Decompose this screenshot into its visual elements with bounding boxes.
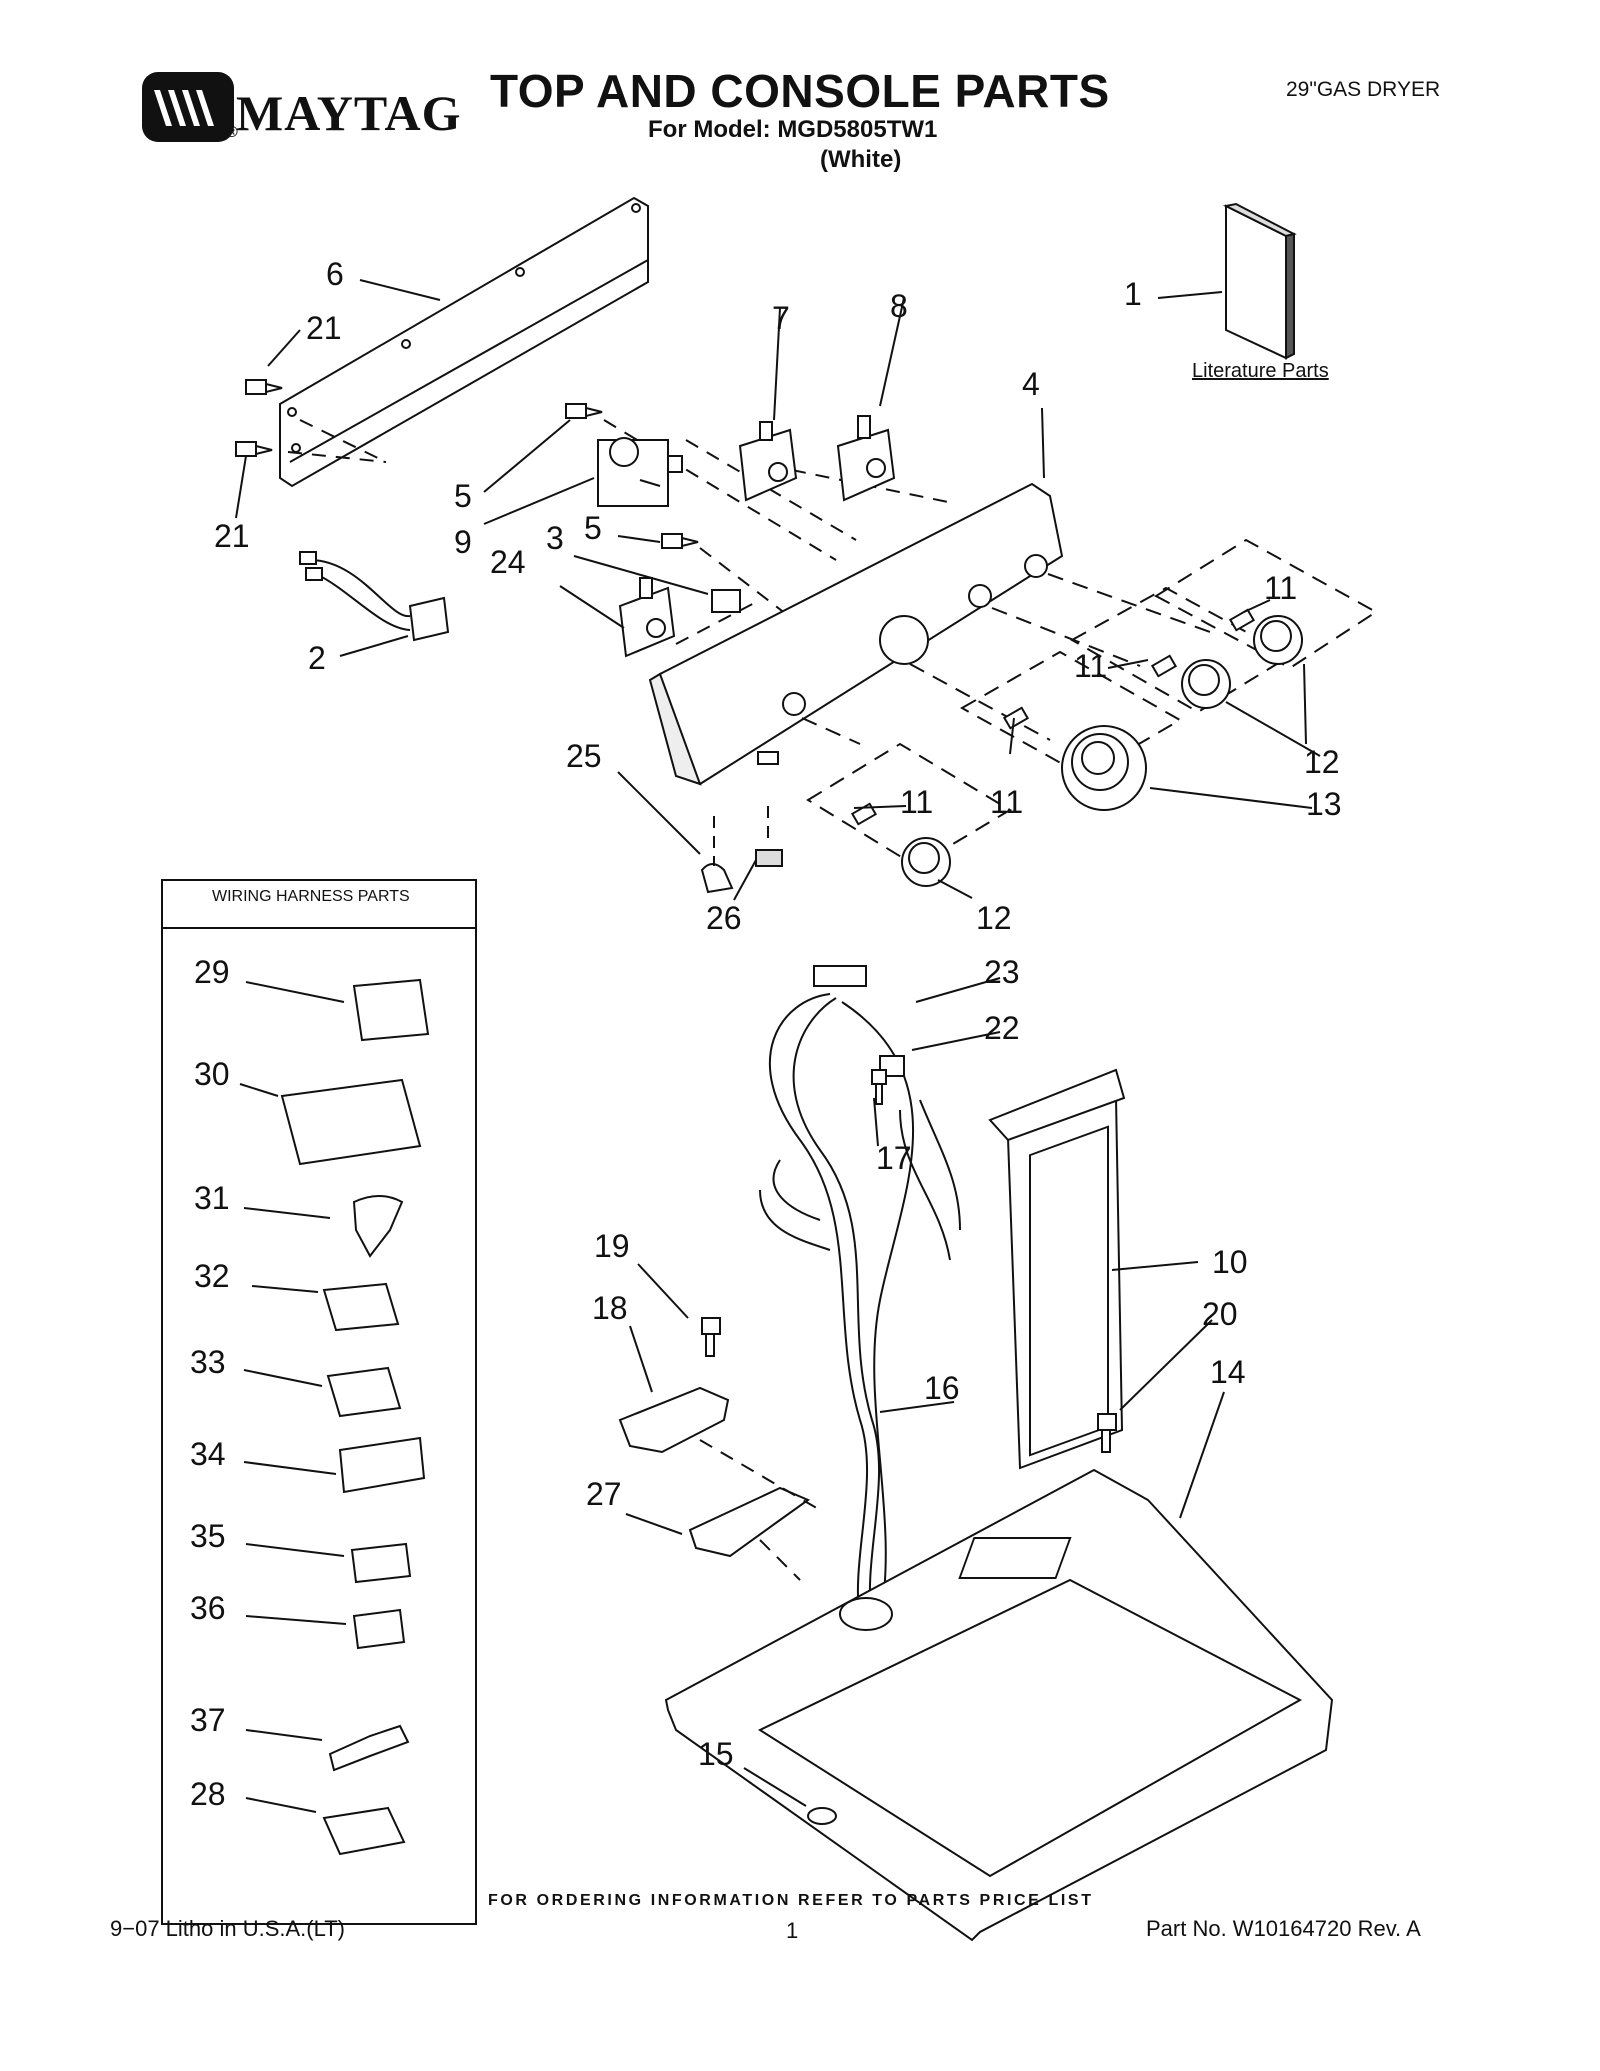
page-title: TOP AND CONSOLE PARTS <box>490 65 1110 117</box>
callout-29: 29 <box>194 954 230 990</box>
callout-11: 11 <box>900 784 934 820</box>
callout-18: 18 <box>592 1290 628 1326</box>
brand-name: MAYTAG <box>236 85 462 141</box>
push-switch-part <box>711 589 741 613</box>
harness-connector-part <box>280 978 430 1856</box>
callout-8: 8 <box>890 288 908 324</box>
callout-6: 6 <box>326 256 344 292</box>
callout-1: 1 <box>1124 276 1142 312</box>
callout-11: 11 <box>990 784 1024 820</box>
callout-17: 17 <box>876 1140 912 1176</box>
wire-harness-small-part <box>299 551 450 642</box>
ordering-info: FOR ORDERING INFORMATION REFER TO PARTS … <box>488 1892 1094 1909</box>
callout-12: 12 <box>1304 744 1340 780</box>
registered-mark: ® <box>226 124 238 141</box>
top-panel-part <box>664 1468 1334 1942</box>
callout-25: 25 <box>566 738 602 774</box>
callout-21: 21 <box>306 310 342 346</box>
callout-11: 11 <box>1264 570 1298 606</box>
callout-4: 4 <box>1022 366 1040 402</box>
callout-21: 21 <box>214 518 250 554</box>
callout-15: 15 <box>698 1736 734 1772</box>
literature-booklet-part <box>1222 202 1297 360</box>
model-line: For Model: MGD5805TW1 <box>648 116 938 143</box>
callout-35: 35 <box>190 1518 226 1554</box>
console-part <box>648 482 1064 786</box>
callout-24: 24 <box>490 544 526 580</box>
callout-28: 28 <box>190 1776 226 1812</box>
callout-9: 9 <box>454 524 472 560</box>
wiring-harness-title: WIRING HARNESS PARTS <box>212 888 410 905</box>
knob-clip-part <box>850 608 1256 826</box>
main-wire-harness-part <box>759 965 961 1621</box>
wiring-harness-box <box>161 879 477 1925</box>
callout-3: 3 <box>546 520 564 556</box>
litho-info: 9−07 Litho in U.S.A.(LT) <box>110 1916 345 1941</box>
foot-part <box>807 1807 837 1825</box>
harness-clip-part <box>700 863 734 894</box>
callout-27: 27 <box>586 1476 622 1512</box>
callout-12: 12 <box>976 900 1012 936</box>
callout-30: 30 <box>194 1056 230 1092</box>
knob-part <box>901 615 1303 887</box>
callout-20: 20 <box>1202 1296 1238 1332</box>
callout-36: 36 <box>190 1590 226 1626</box>
bracket-part <box>688 1486 811 1558</box>
callout-2: 2 <box>308 640 326 676</box>
callout-37: 37 <box>190 1702 226 1738</box>
lint-filter-part <box>988 1068 1126 1470</box>
maytag-logo-icon <box>142 72 234 142</box>
callout-26: 26 <box>706 900 742 936</box>
callout-19: 19 <box>594 1228 630 1264</box>
callout-10: 10 <box>1212 1244 1248 1280</box>
console-back-panel-part <box>279 196 649 488</box>
part-number: Part No. W10164720 Rev. A <box>1146 1916 1421 1941</box>
callout-5: 5 <box>584 510 602 546</box>
color-line: (White) <box>820 146 902 173</box>
callout-31: 31 <box>194 1180 230 1216</box>
callout-13: 13 <box>1306 786 1342 822</box>
callout-23: 23 <box>984 954 1020 990</box>
label-part <box>755 849 783 867</box>
callout-7: 7 <box>772 300 790 336</box>
callout-34: 34 <box>190 1436 226 1472</box>
callout-32: 32 <box>194 1258 230 1294</box>
callout-11: 11 <box>1074 648 1108 684</box>
callout-16: 16 <box>924 1370 960 1406</box>
literature-parts-label: Literature Parts <box>1192 360 1329 382</box>
callout-leaders <box>235 279 1321 1813</box>
bracket-part <box>618 1386 730 1454</box>
product-type: 29"GAS DRYER <box>1286 78 1441 101</box>
callout-33: 33 <box>190 1344 226 1380</box>
callout-5: 5 <box>454 478 472 514</box>
callout-14: 14 <box>1210 1354 1246 1390</box>
callout-22: 22 <box>984 1010 1020 1046</box>
page-number: 1 <box>786 1918 799 1943</box>
screw-part <box>235 379 699 549</box>
timer-switch-part <box>597 437 683 507</box>
rotary-switch-part <box>618 415 896 658</box>
